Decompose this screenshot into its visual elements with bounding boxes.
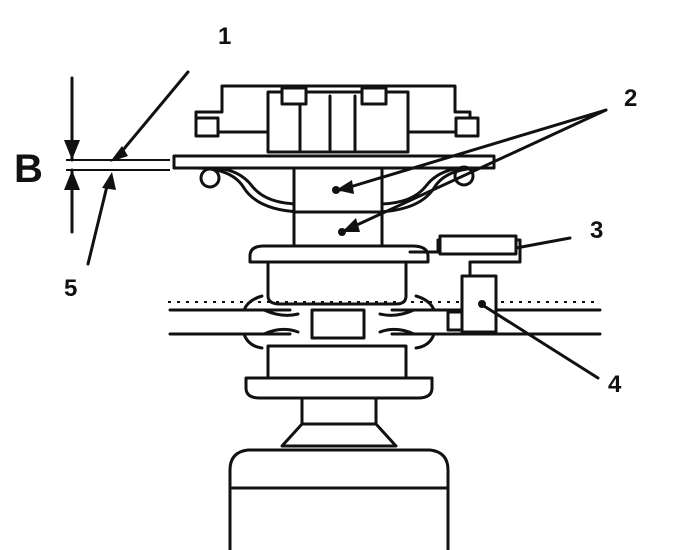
bracket-and-clamp (408, 234, 522, 334)
callout-1-label: 1 (218, 23, 231, 50)
lower-cushion (242, 332, 436, 400)
shock-absorber (228, 396, 450, 550)
central-column (292, 166, 384, 248)
dimension-b-indicator (64, 76, 170, 234)
callout-5-label: 5 (64, 275, 77, 302)
dimension-b-label: B (14, 147, 43, 191)
top-mount-assembly (172, 84, 496, 214)
callout-3-label: 3 (590, 217, 603, 244)
callout-2-label: 2 (624, 85, 637, 112)
upper-cushion (242, 244, 436, 312)
callout-4-label: 4 (608, 371, 622, 398)
frame-rails (168, 301, 602, 340)
leader-lines (86, 70, 608, 380)
